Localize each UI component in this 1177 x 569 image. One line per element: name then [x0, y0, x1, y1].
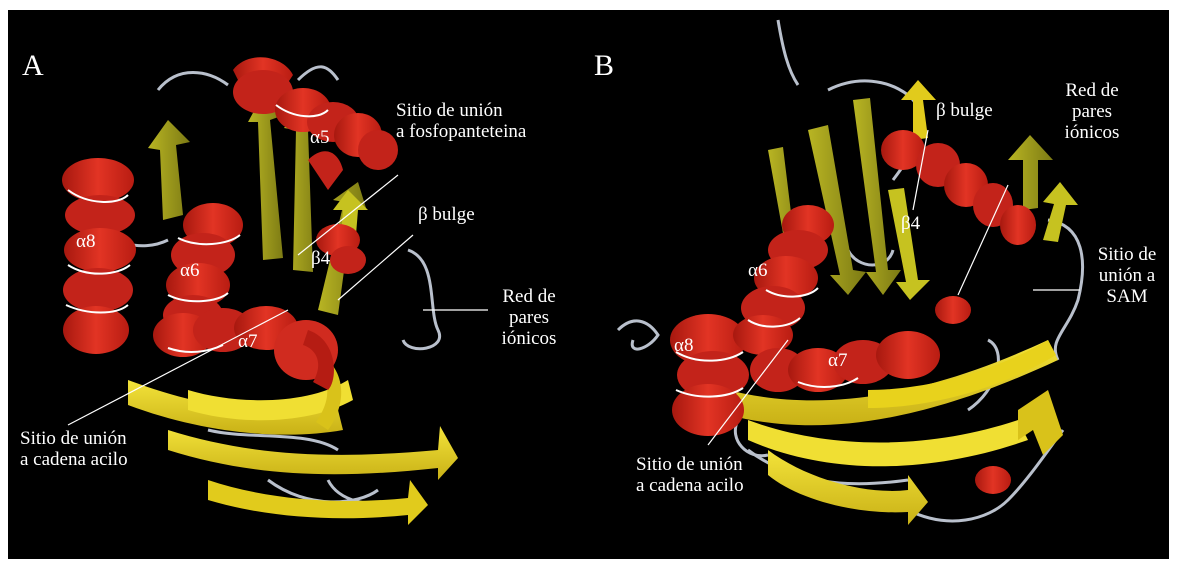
strand-label-b4-b: β4 [901, 213, 920, 234]
strand-label-b4: β4 [311, 248, 330, 269]
panel-b-back-strands [768, 80, 1078, 300]
helix-label-a8: α8 [76, 231, 95, 252]
annotation-acyl-site: Sitio de unión a cadena acilo [20, 428, 128, 470]
panel-a-front-sheet [128, 360, 458, 525]
annotation-beta-bulge-b: β bulge [936, 100, 993, 121]
helix-label-b8: α8 [674, 335, 693, 356]
helix-label-b6: α6 [748, 260, 767, 281]
panel-b-letter: B [594, 50, 614, 82]
protein-structure-figure: A α5 α6 α7 α8 β4 Sitio de unión a fosfop… [8, 10, 1169, 559]
annotation-ion-network-b: Red de pares iónicos [1052, 80, 1132, 143]
panel-a-letter: A [22, 50, 44, 82]
helix-label-a7: α7 [238, 331, 257, 352]
annotation-beta-bulge: β bulge [418, 204, 475, 225]
helix-a5-ribbon-a [233, 57, 398, 190]
annotation-phosphopantetheine-site: Sitio de unión a fosfopanteteina [396, 100, 526, 142]
panel-b-structure [618, 20, 1083, 525]
helix-a8-ribbon-a [62, 158, 136, 354]
annotation-sam-site: Sitio de unión a SAM [1084, 244, 1169, 307]
helix-label-b7: α7 [828, 350, 847, 371]
annotation-ion-network: Red de pares iónicos [494, 286, 564, 349]
helix-small-bottom-b [975, 466, 1011, 494]
helix-label-a5: α5 [310, 127, 329, 148]
ribbon-drawing [8, 10, 1169, 559]
helix-label-a6: α6 [180, 260, 199, 281]
annotation-acyl-site-b: Sitio de unión a cadena acilo [636, 454, 744, 496]
helix-small-mid-b [935, 296, 971, 324]
